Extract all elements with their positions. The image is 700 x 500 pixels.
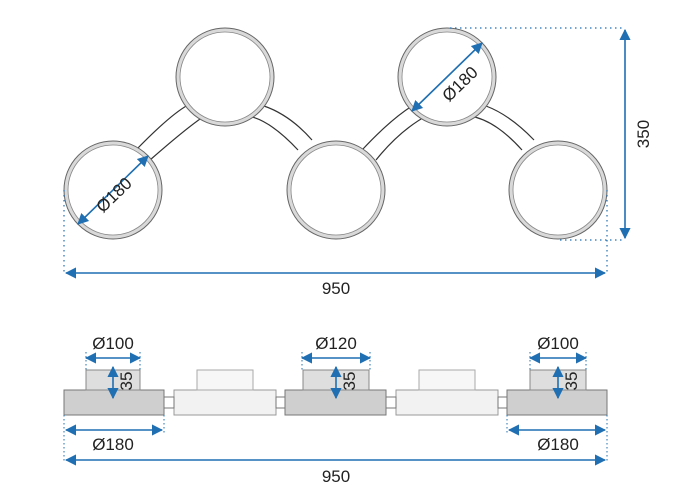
cap-2 <box>196 369 254 391</box>
side-view: Ø100 Ø120 Ø100 <box>63 334 608 486</box>
base-4 <box>395 389 499 416</box>
width-label-top: 950 <box>322 279 350 298</box>
cap-height-right: 35 <box>552 365 581 400</box>
base-1 <box>63 389 165 416</box>
base-2 <box>173 389 277 416</box>
cap-left-dimension: Ø100 <box>84 334 142 370</box>
base-right-dimension: Ø180 <box>506 415 608 462</box>
arm-1a <box>135 104 189 151</box>
cap-height-right-label: 35 <box>562 372 581 391</box>
base-left-dimension: Ø180 <box>63 415 165 462</box>
dark-units <box>63 369 608 416</box>
arm-4a <box>469 115 523 151</box>
ring-2 <box>175 27 275 127</box>
base-right-label: Ø180 <box>537 435 579 454</box>
arm-4b <box>485 105 535 141</box>
cap-height-middle-label: 35 <box>340 372 359 391</box>
arm-2a <box>247 115 299 151</box>
height-label: 350 <box>634 120 653 148</box>
ring-3 <box>286 140 386 240</box>
cap-height-left: 35 <box>107 365 136 400</box>
cap-right-label: Ø100 <box>537 334 579 353</box>
base-left-label: Ø180 <box>92 435 134 454</box>
cap-height-left-label: 35 <box>117 372 136 391</box>
arm-3a <box>361 105 413 151</box>
cap-middle-label: Ø120 <box>315 334 357 353</box>
ring-5 <box>508 140 608 240</box>
base-5 <box>506 389 608 416</box>
cap-right-dimension: Ø100 <box>528 334 588 370</box>
width-label-side: 950 <box>322 467 350 486</box>
cap-4 <box>418 369 476 391</box>
arm-1b <box>149 114 207 161</box>
arm-2b <box>263 105 313 141</box>
height-dimension: 350 <box>619 28 653 240</box>
width-dimension-side: 950 <box>64 454 607 486</box>
cap-left-label: Ø100 <box>92 334 134 353</box>
cap-height-middle: 35 <box>330 365 359 400</box>
arm-3b <box>375 114 429 161</box>
top-view: Ø180 Ø180 350 950 <box>63 27 653 298</box>
width-dimension-top: 950 <box>64 267 607 298</box>
extension-lines <box>63 27 625 273</box>
light-units <box>173 369 499 416</box>
rings <box>63 27 608 240</box>
cap-middle-dimension: Ø120 <box>300 334 372 370</box>
